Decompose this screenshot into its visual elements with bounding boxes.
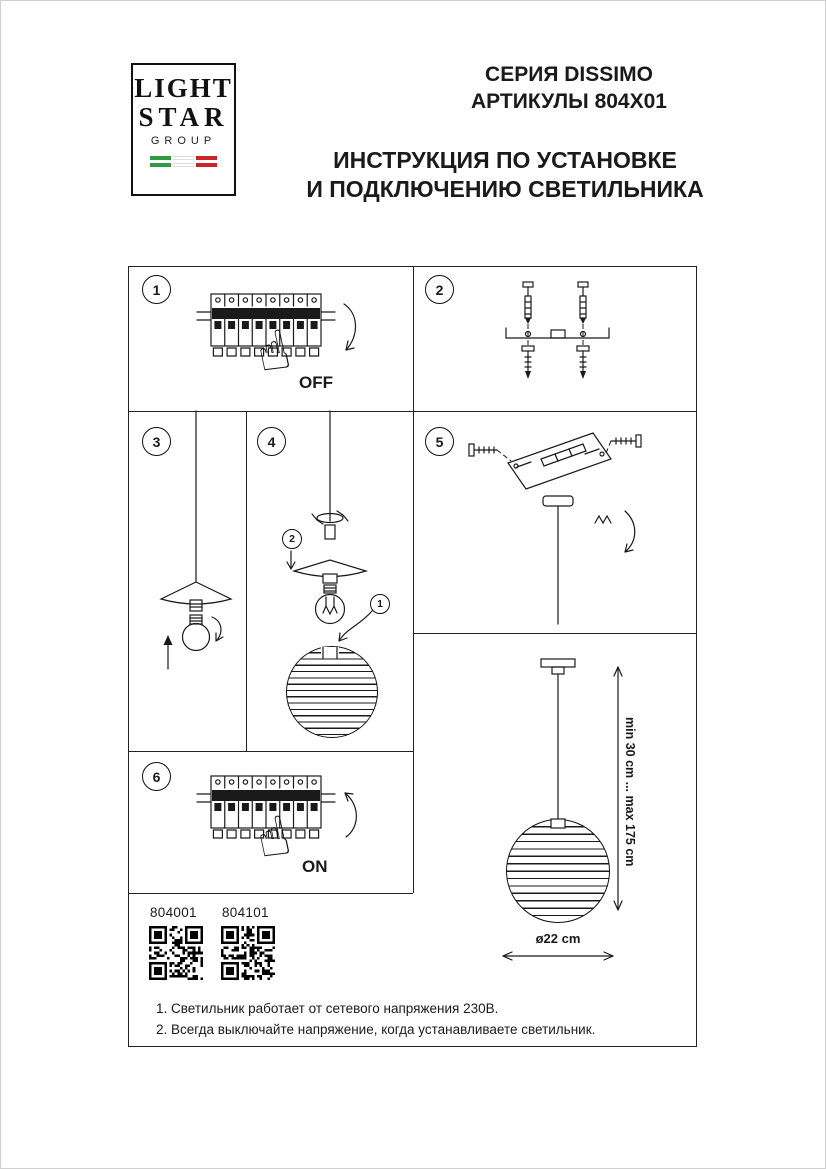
flag-red-segment xyxy=(196,156,217,160)
page-title-line2: И ПОДКЛЮЧЕНИЮ СВЕТИЛЬНИКА xyxy=(306,176,704,202)
step-1-badge: 1 xyxy=(142,275,171,304)
finished-lamp-illustration xyxy=(502,658,623,961)
step-4-badge: 4 xyxy=(257,427,286,456)
page-title: ИНСТРУКЦИЯ ПО УСТАНОВКЕ И ПОДКЛЮЧЕНИЮ СВ… xyxy=(299,146,711,204)
step-2-hardware-illustration xyxy=(505,281,610,379)
step-6-breaker-illustration xyxy=(196,775,357,839)
logo-word-group: GROUP xyxy=(150,135,217,147)
brand-logo: LIGHT STAR GROUP xyxy=(131,63,236,196)
striped-glass-globe xyxy=(286,646,378,738)
page-title-line1: ИНСТРУКЦИЯ ПО УСТАНОВКЕ xyxy=(333,147,677,173)
flag-row xyxy=(150,156,217,160)
step-1-breaker-illustration xyxy=(196,293,357,357)
callout-1-badge: 1 xyxy=(370,594,390,614)
logo-word-light: LIGHT xyxy=(134,73,233,103)
logo-word-star: STAR xyxy=(138,102,229,132)
step-5-badge: 5 xyxy=(425,427,454,456)
flag-row xyxy=(150,163,217,167)
step-3-shade-illustration xyxy=(159,410,233,670)
flag-green-segment xyxy=(150,156,171,160)
step-6-badge: 6 xyxy=(142,762,171,791)
step-5-ceiling-plate-illustration xyxy=(468,432,642,625)
step-4-assembly-illustration xyxy=(286,410,373,660)
callout-2-badge: 2 xyxy=(282,529,302,549)
height-range-dimension: min 30 cm ... max 175 cm xyxy=(623,717,637,867)
flag-green-segment xyxy=(150,163,171,167)
flag-white-segment xyxy=(173,156,194,160)
safety-notes: 1. Светильник работает от сетевого напря… xyxy=(156,998,616,1040)
on-label: ON xyxy=(302,857,328,876)
step-3-badge: 3 xyxy=(142,427,171,456)
note-line-2: 2. Всегда выключайте напряжение, когда у… xyxy=(156,1022,596,1037)
logo-flag-stripes xyxy=(150,156,217,167)
qr-code xyxy=(221,926,275,980)
series-title: СЕРИЯ DISSIMO xyxy=(485,63,653,86)
flag-white-segment xyxy=(173,163,194,167)
article-number-left: 804001 xyxy=(150,905,197,920)
series-block: СЕРИЯ DISSIMO АРТИКУЛЫ 804X01 xyxy=(431,61,707,115)
articles-title: АРТИКУЛЫ 804X01 xyxy=(471,90,667,113)
off-label: OFF xyxy=(299,373,333,392)
step-2-badge: 2 xyxy=(425,275,454,304)
diameter-dimension: ø22 cm xyxy=(535,931,581,946)
pendant-globe xyxy=(506,819,610,923)
note-line-1: 1. Светильник работает от сетевого напря… xyxy=(156,1001,499,1016)
flag-red-segment xyxy=(196,163,217,167)
qr-code xyxy=(149,926,203,980)
article-number-right: 804101 xyxy=(222,905,269,920)
